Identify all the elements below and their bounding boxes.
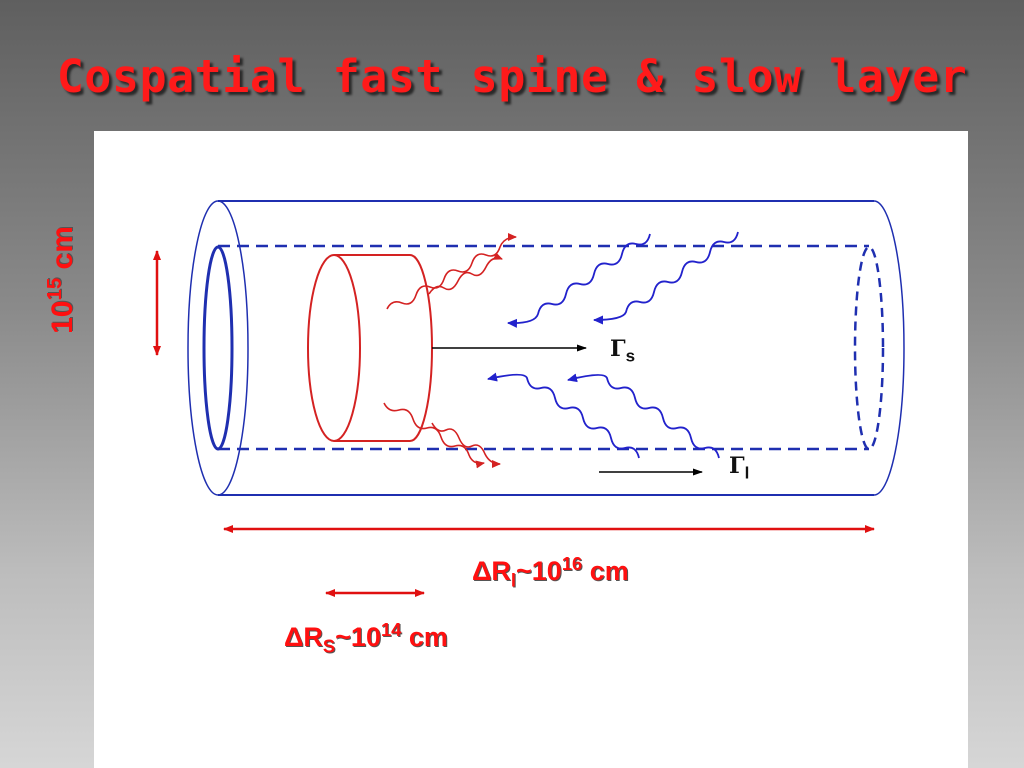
spine-blob-body	[334, 254, 433, 442]
jet-diagram	[153, 200, 905, 597]
red-photon-lower-2	[431, 422, 501, 468]
spine-blob	[307, 254, 433, 442]
gamma-sub: s	[625, 346, 636, 366]
diagram-panel: Γs Γl ΔRl~1016 cm ΔRS~1014 cm	[94, 131, 968, 768]
inner-channel-left-rim	[202, 245, 234, 451]
blue-photon-lower-2	[567, 373, 720, 459]
layer-length-label: ΔRl~1016 cm	[472, 553, 629, 591]
radius-label: 1015 cm	[44, 226, 79, 334]
gamma-sub: l	[744, 463, 750, 483]
spine-photons	[383, 233, 517, 469]
inner-channel	[202, 244, 885, 451]
blue-photon-upper-1	[507, 233, 651, 328]
spine-length-label: ΔRS~1014 cm	[284, 619, 448, 657]
outer-cylinder-left-rim	[187, 200, 249, 496]
outer-cylinder	[187, 200, 905, 496]
red-photon-upper-1	[386, 233, 517, 310]
gamma-symbol: Γ	[729, 453, 745, 479]
layer-photons	[487, 231, 739, 459]
blue-photon-upper-2	[593, 231, 739, 325]
red-photon-upper-2	[428, 252, 503, 295]
blue-photon-lower-1	[487, 372, 640, 459]
spine-blob-back-face	[307, 254, 361, 442]
spine-lorentz-label: Γs	[610, 336, 635, 366]
slide-title: Cospatial fast spine & slow layer	[56, 50, 968, 103]
outer-cylinder-right-rim	[873, 200, 905, 496]
layer-lorentz-label: Γl	[729, 453, 749, 483]
inner-channel-right-rim	[853, 245, 885, 451]
red-photon-lower-1	[383, 402, 485, 469]
gamma-symbol: Γ	[610, 336, 626, 362]
